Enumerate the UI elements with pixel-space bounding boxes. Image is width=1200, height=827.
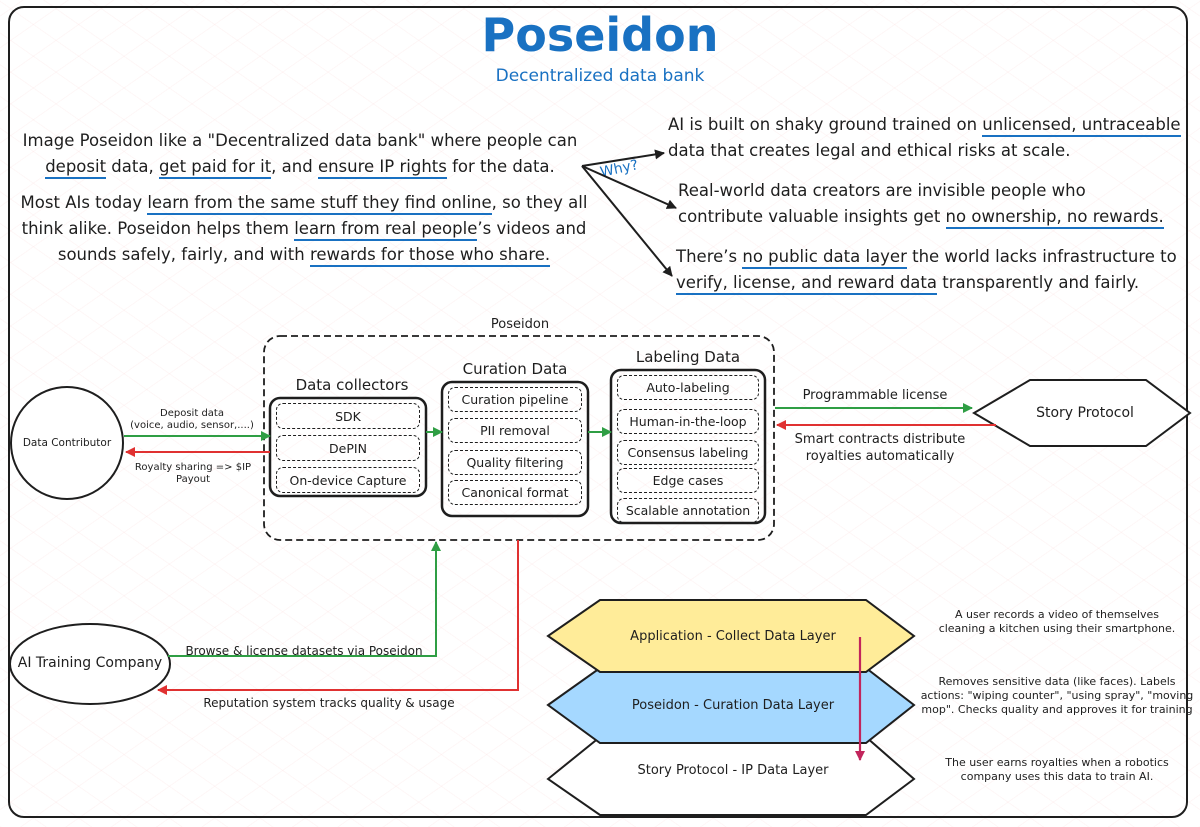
intro-paragraph-2: Most AIs today learn from the same stuff… <box>8 190 600 268</box>
collector-item-sdk: SDK <box>276 403 420 429</box>
intro-paragraph-1: Image Poseidon like a "Decentralized dat… <box>20 128 580 180</box>
labeling-item-edge: Edge cases <box>617 468 759 493</box>
labeling-title: Labeling Data <box>635 348 741 366</box>
application-layer-shape <box>546 599 916 673</box>
curation-item-pii: PII removal <box>448 418 582 443</box>
collectors-box <box>268 396 428 498</box>
reason-1: AI is built on shaky ground trained on u… <box>668 115 1181 160</box>
data-contributor-label: Data Contributor <box>22 437 112 449</box>
labeling-item-scalable: Scalable annotation <box>617 498 759 523</box>
intro-line-1: Image Poseidon like a "Decentralized dat… <box>22 131 578 150</box>
deposit-label: Deposit data (voice, audio, sensor,....) <box>130 408 254 431</box>
curation-item-pipeline: Curation pipeline <box>448 387 582 412</box>
application-annotation: A user records a video of themselves cle… <box>938 608 1176 635</box>
browse-label: Browse & license datasets via Poseidon <box>185 644 423 658</box>
license-label: Programmable license <box>802 388 948 403</box>
labeling-box <box>609 368 767 525</box>
reputation-arrow <box>157 540 519 695</box>
why-arrow-2 <box>581 165 677 209</box>
why-arrow-1 <box>581 149 665 167</box>
why-arrow-3 <box>581 165 673 277</box>
story-protocol-node <box>972 379 1192 447</box>
smart-contract-label: Smart contracts distribute royalties aut… <box>794 432 966 464</box>
curation-layer-label: Poseidon - Curation Data Layer <box>631 698 835 713</box>
curation-box <box>440 380 590 518</box>
collectors-title: Data collectors <box>295 376 409 394</box>
why-arrows <box>581 149 677 277</box>
collector-item-on-device: On-device Capture <box>276 467 420 493</box>
curation-item-canonical: Canonical format <box>448 480 582 505</box>
labeling-item-consensus: Consensus labeling <box>617 440 759 465</box>
curation-item-quality: Quality filtering <box>448 450 582 475</box>
reason-2: Real-world data creators are invisible p… <box>678 178 1164 230</box>
story-annotation: The user earns royalties when a robotics… <box>945 756 1169 783</box>
reason-3: There’s no public data layer the world l… <box>676 244 1177 296</box>
labeling-item-auto: Auto-labeling <box>617 375 759 400</box>
ai-training-company-node <box>9 623 171 705</box>
royalty-label: Royalty sharing => $IP Payout <box>134 462 252 485</box>
story-layer-label: Story Protocol - IP Data Layer <box>637 763 829 778</box>
poseidon-system-label: Poseidon <box>490 317 550 332</box>
ai-training-company-label: AI Training Company <box>17 655 163 671</box>
labeling-item-human: Human-in-the-loop <box>617 409 759 434</box>
story-protocol-label: Story Protocol <box>1036 405 1134 421</box>
application-layer-label: Application - Collect Data Layer <box>630 629 836 644</box>
diagram-title: Poseidon <box>481 8 719 62</box>
intro-line-2: deposit data, get paid for it, and ensur… <box>20 154 580 180</box>
data-contributor-node <box>10 386 124 500</box>
curation-annotation: Removes sensitive data (like faces). Lab… <box>920 675 1194 716</box>
browse-arrow <box>168 541 441 657</box>
diagram-subtitle: Decentralized data bank <box>495 66 705 86</box>
reputation-label: Reputation system tracks quality & usage <box>203 696 455 710</box>
collector-item-depin: DePIN <box>276 435 420 461</box>
curation-title: Curation Data <box>462 360 568 378</box>
